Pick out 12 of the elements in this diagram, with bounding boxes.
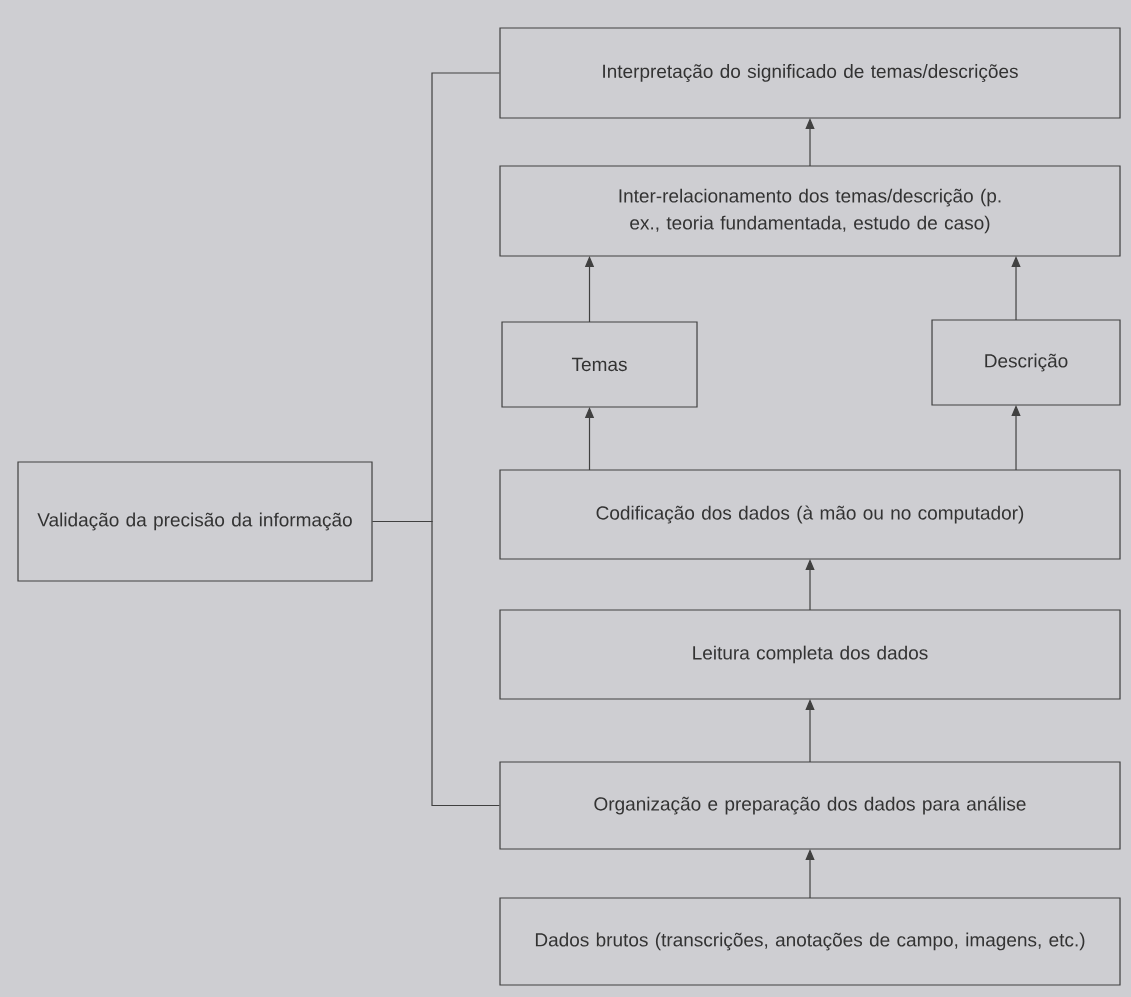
process-box: Leitura completa dos dados [499, 609, 1121, 700]
process-box: Validação da precisão da informação [17, 461, 373, 582]
process-box: Temas [501, 321, 698, 408]
arrow [1011, 405, 1021, 471]
process-box: Descrição [931, 319, 1121, 406]
process-box: Interpretação do significado de temas/descrições [499, 27, 1121, 119]
process-box: Inter-relacionamento dos temas/descrição (p. ex., teoria fundamentada, estudo de caso) [499, 165, 1121, 257]
process-box: Codificação dos dados (à mão ou no computador) [499, 469, 1121, 560]
process-box: Dados brutos (transcrições, anotações de campo, imagens, etc.) [499, 897, 1121, 986]
arrow [1011, 256, 1021, 321]
process-box: Organização e preparação dos dados para análise [499, 761, 1121, 850]
connector-line [372, 520, 500, 807]
